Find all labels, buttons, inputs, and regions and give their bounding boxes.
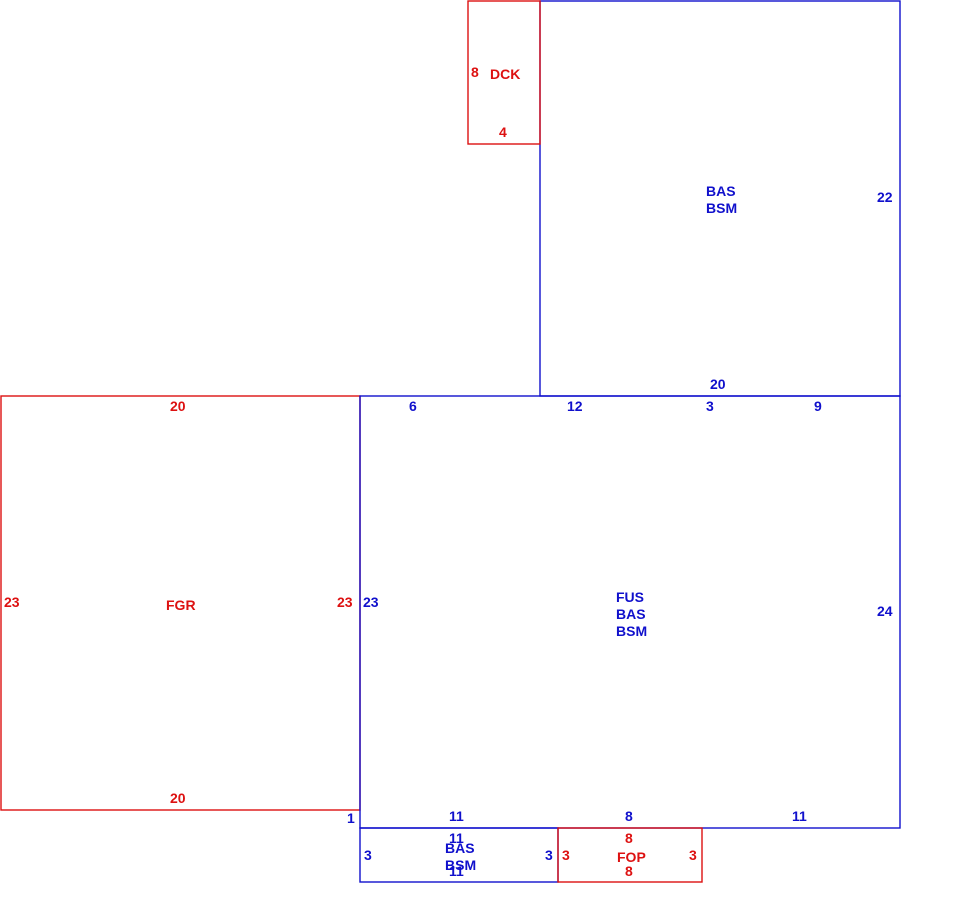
porch-left-dimension: 3 — [562, 847, 570, 863]
main-section-code-2: BAS — [616, 606, 646, 622]
deck-left-dimension: 8 — [471, 64, 479, 80]
main-top-dimension-c: 3 — [706, 398, 714, 414]
lower-section-code-2: BSM — [445, 857, 476, 873]
lower-right-dimension: 3 — [545, 847, 553, 863]
main-top-dimension-d: 9 — [814, 398, 822, 414]
main-bottom-dimension-c: 11 — [792, 808, 807, 824]
upper-section-bottom-dimension: 20 — [710, 376, 726, 392]
main-left-dimension: 23 — [363, 594, 379, 610]
garage-bottom-dimension: 20 — [170, 790, 186, 806]
main-corner-dimension: 1 — [347, 810, 355, 826]
upper-section-code-2: BSM — [706, 200, 737, 216]
upper-section-right-dimension: 22 — [877, 189, 893, 205]
deck-outline — [467, 0, 541, 145]
main-section-code-1: FUS — [616, 589, 644, 605]
main-bottom-dimension-b: 8 — [625, 808, 633, 824]
main-bottom-dimension-a: 11 — [449, 808, 464, 824]
main-top-dimension-a: 6 — [409, 398, 417, 414]
porch-right-dimension: 3 — [689, 847, 697, 863]
garage-left-dimension: 23 — [4, 594, 20, 610]
main-top-dimension-b: 12 — [567, 398, 583, 414]
upper-section-code-1: BAS — [706, 183, 736, 199]
main-right-dimension: 24 — [877, 603, 893, 619]
lower-left-dimension: 3 — [364, 847, 372, 863]
garage-code: FGR — [166, 597, 196, 613]
porch-code: FOP — [617, 849, 646, 865]
porch-outline — [557, 827, 703, 883]
garage-right-dimension: 23 — [337, 594, 353, 610]
main-section-code-3: BSM — [616, 623, 647, 639]
deck-code: DCK — [490, 66, 520, 82]
lower-section-code-1: BAS — [445, 840, 475, 856]
garage-top-dimension: 20 — [170, 398, 186, 414]
deck-bottom-dimension: 4 — [499, 124, 507, 140]
porch-top-dimension: 8 — [625, 830, 633, 846]
porch-bottom-dimension: 8 — [625, 863, 633, 879]
lower-bottom-dimension: 11 — [449, 863, 464, 879]
lower-top-dimension: 11 — [449, 830, 464, 846]
